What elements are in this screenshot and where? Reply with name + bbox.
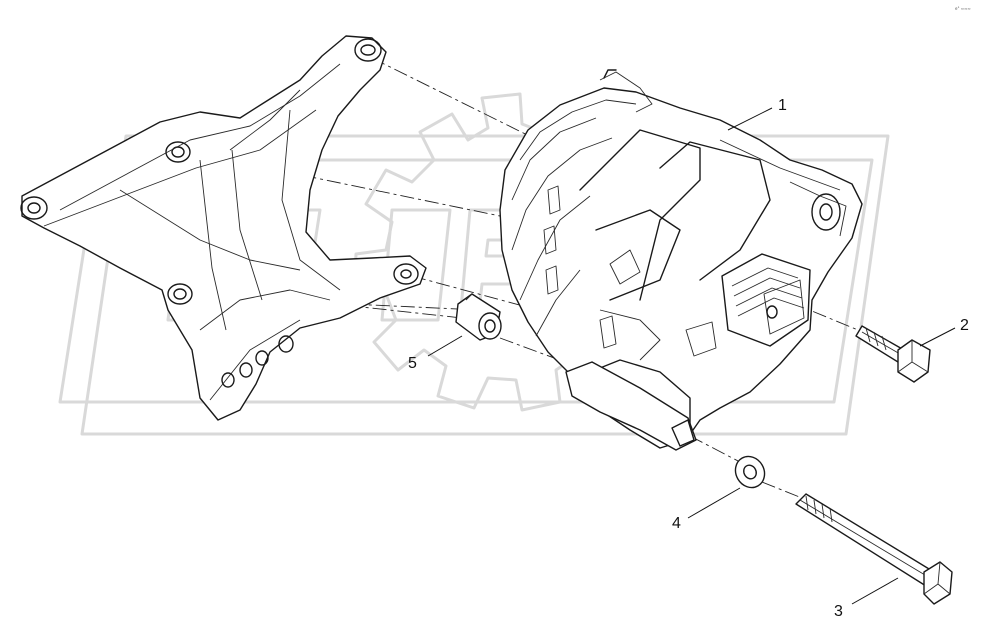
- callout-1: 1: [778, 97, 787, 114]
- spacer-bushing: [455, 293, 502, 341]
- leader-lines: [427, 107, 956, 605]
- callout-3: 3: [834, 603, 843, 620]
- callout-2: 2: [960, 317, 969, 334]
- mounting-bracket: [20, 35, 427, 421]
- callout-5: 5: [408, 355, 417, 372]
- callout-labels: 1 2 3 4 5: [408, 97, 969, 620]
- washer: [734, 455, 766, 489]
- leader-2: [919, 327, 956, 347]
- leader-4: [687, 487, 741, 519]
- leader-1: [727, 107, 773, 131]
- long-bolt: [795, 493, 953, 605]
- corner-text: e° ≈≈≈: [955, 6, 971, 11]
- alternator: [499, 69, 863, 451]
- callout-4: 4: [672, 515, 681, 532]
- leader-5: [427, 335, 463, 357]
- leader-3: [851, 577, 899, 605]
- short-bolt: [855, 325, 931, 383]
